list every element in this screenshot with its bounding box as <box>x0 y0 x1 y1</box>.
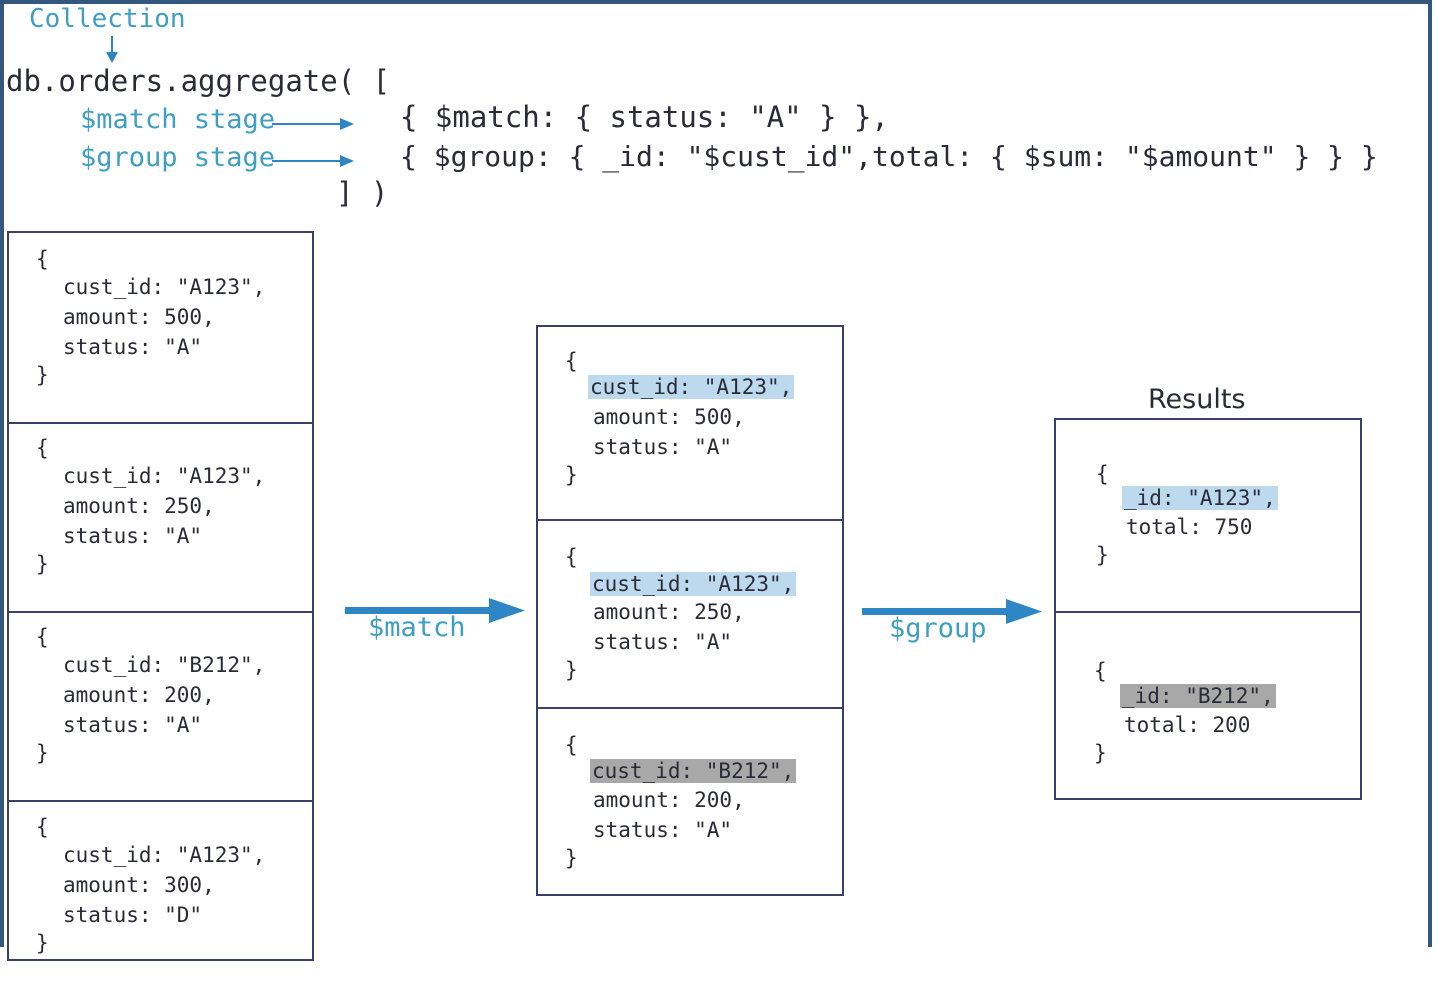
status-field: status: "A" <box>593 435 733 459</box>
close-brace: } <box>36 552 49 576</box>
cust-id-field: cust_id: "A123", <box>63 275 266 299</box>
group-stage-label: $group stage <box>80 142 276 173</box>
open-brace: { <box>36 436 49 460</box>
match-stage-arrow-icon <box>272 118 354 130</box>
status-field: status: "A" <box>593 630 733 654</box>
group-flow-label: $group <box>889 613 987 644</box>
status-field: status: "A" <box>593 818 733 842</box>
close-brace: } <box>36 363 49 387</box>
input-document: { cust_id: "A123", amount: 300, status: … <box>9 800 312 989</box>
amount-field: amount: 200, <box>593 788 745 812</box>
collection-arrow-icon <box>106 36 118 63</box>
amount-field: amount: 500, <box>593 405 745 429</box>
id-field-highlighted: _id: "A123", <box>1122 486 1278 510</box>
results-title: Results <box>1148 384 1246 415</box>
match-flow-label: $match <box>368 612 466 643</box>
cust-id-field: cust_id: "B212", <box>63 653 266 677</box>
match-output-box: { cust_id: "A123", amount: 500, status: … <box>536 325 844 896</box>
status-field: status: "A" <box>63 713 203 737</box>
input-document: { cust_id: "A123", amount: 250, status: … <box>9 422 312 611</box>
close-brace: } <box>1096 543 1109 567</box>
status-field: status: "A" <box>63 335 203 359</box>
results-box: { _id: "A123", total: 750 } { _id: "B212… <box>1054 418 1362 800</box>
amount-field: amount: 250, <box>593 600 745 624</box>
amount-field: amount: 250, <box>63 494 215 518</box>
input-document: { cust_id: "B212", amount: 200, status: … <box>9 611 312 800</box>
status-field: status: "D" <box>63 903 203 927</box>
close-brace: } <box>1094 741 1107 765</box>
cust-id-field: cust_id: "A123", <box>63 843 266 867</box>
status-field: status: "A" <box>63 524 203 548</box>
open-brace: { <box>1094 659 1107 683</box>
open-brace: { <box>565 733 578 757</box>
matched-document: { cust_id: "A123", amount: 500, status: … <box>538 327 842 519</box>
amount-field: amount: 200, <box>63 683 215 707</box>
total-field: total: 200 <box>1124 713 1251 737</box>
amount-field: amount: 300, <box>63 873 215 897</box>
total-field: total: 750 <box>1126 515 1253 539</box>
input-document: { cust_id: "A123", amount: 500, status: … <box>9 233 312 422</box>
close-brace: } <box>565 846 578 870</box>
result-document: { _id: "A123", total: 750 } <box>1056 420 1360 611</box>
cust-id-field-highlighted: cust_id: "A123", <box>590 572 797 596</box>
close-brace: } <box>565 658 578 682</box>
open-brace: { <box>565 545 578 569</box>
group-stage-arrow-icon <box>272 155 354 167</box>
open-brace: { <box>36 815 49 839</box>
open-brace: { <box>36 247 49 271</box>
open-brace: { <box>36 625 49 649</box>
input-collection-box: { cust_id: "A123", amount: 500, status: … <box>7 231 314 961</box>
match-flow-arrow-icon <box>345 598 525 623</box>
result-document: { _id: "B212", total: 200 } <box>1056 611 1360 800</box>
code-line-aggregate: db.orders.aggregate( [ <box>6 64 391 98</box>
open-brace: { <box>565 349 578 373</box>
group-flow-arrow-icon <box>862 599 1042 624</box>
cust-id-field: cust_id: "A123", <box>63 464 266 488</box>
close-brace: } <box>36 741 49 765</box>
open-brace: { <box>1096 462 1109 486</box>
id-field-highlighted: _id: "B212", <box>1120 684 1276 708</box>
match-stage-label: $match stage <box>80 104 276 135</box>
cust-id-field-highlighted: cust_id: "B212", <box>590 759 797 783</box>
close-brace: } <box>565 463 578 487</box>
cust-id-field-highlighted: cust_id: "A123", <box>588 375 795 399</box>
code-close: ] ) <box>336 176 389 210</box>
close-brace: } <box>36 931 49 955</box>
collection-label: Collection <box>29 4 186 34</box>
matched-document: { cust_id: "A123", amount: 250, status: … <box>538 519 842 707</box>
match-code: { $match: { status: "A" } }, <box>400 100 889 134</box>
group-code: { $group: { _id: "$cust_id",total: { $su… <box>400 140 1378 173</box>
matched-document: { cust_id: "B212", amount: 200, status: … <box>538 707 842 896</box>
amount-field: amount: 500, <box>63 305 215 329</box>
